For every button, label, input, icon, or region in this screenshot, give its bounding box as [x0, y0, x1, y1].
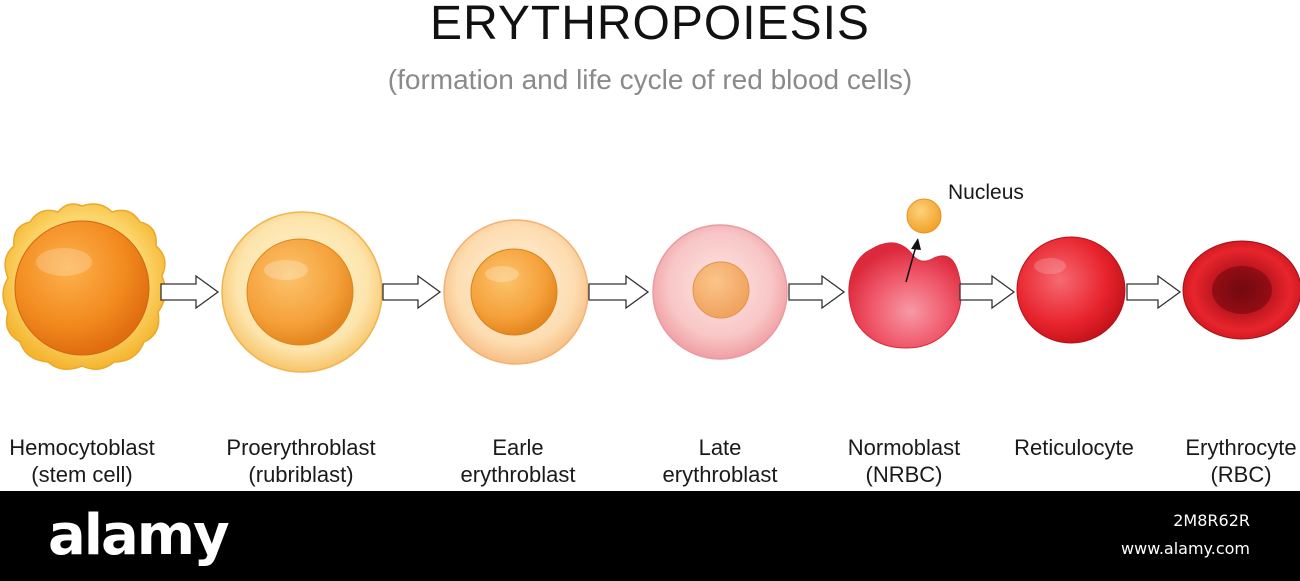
early-erythroblast-cell [443, 219, 589, 365]
proerythroblast-cell [221, 211, 383, 373]
process-arrow-5 [959, 274, 1016, 310]
website-url: www.alamy.com [1121, 539, 1250, 558]
stage-label-line2: erythroblast [662, 462, 778, 487]
normoblast-cell [848, 242, 962, 349]
stage-label-line2: (stem cell) [31, 462, 133, 487]
hemocytoblast-cell [2, 203, 166, 370]
stage-label-hemocytoblast: Hemocytoblast (stem cell) [0, 434, 177, 488]
stage-label-normoblast: Normoblast (NRBC) [809, 434, 999, 488]
watermark-bar: alamy 2M8R62R www.alamy.com [0, 491, 1300, 581]
stage-label-line1: Earle [492, 435, 544, 460]
diagram-subtitle: (formation and life cycle of red blood c… [387, 64, 913, 95]
erythrocyte-cell [1182, 240, 1300, 340]
stage-label-line2: (RBC) [1210, 462, 1272, 487]
diagram-title: ERYTHROPOIESIS [430, 0, 870, 50]
process-arrow-1 [160, 274, 220, 310]
stage-label-line2: (rubriblast) [248, 462, 354, 487]
stage-label-line1: Normoblast [847, 435, 961, 460]
extruded-nucleus [906, 198, 942, 234]
stage-label-line1: Proerythroblast [226, 435, 376, 460]
process-arrow-2 [382, 274, 442, 310]
reticulocyte-cell [1016, 236, 1126, 344]
stage-label-line1: Erythrocyte [1185, 435, 1297, 460]
stage-label-line1: Hemocytoblast [9, 435, 155, 460]
nucleus-label: Nucleus [948, 181, 1024, 204]
stage-label-line1: Reticulocyte [1014, 435, 1134, 460]
stage-label-early-erythroblast: Earle erythroblast [423, 434, 613, 488]
stage-label-erythrocyte: Erythrocyte (RBC) [1146, 434, 1300, 488]
process-arrow-3 [588, 274, 650, 310]
process-arrow-6 [1126, 274, 1182, 310]
late-erythroblast-cell [652, 224, 788, 360]
alamy-logo: alamy [48, 503, 230, 568]
nucleus-pointer-arrow [905, 238, 921, 283]
erythropoiesis-diagram [2, 198, 1300, 373]
image-id: 2M8R62R [1173, 511, 1250, 530]
stage-label-reticulocyte: Reticulocyte [979, 434, 1169, 461]
stage-label-line1: Late [698, 435, 742, 460]
stage-label-line2: (NRBC) [865, 462, 943, 487]
stage-label-proerythroblast: Proerythroblast (rubriblast) [206, 434, 396, 488]
process-arrow-4 [788, 274, 846, 310]
stage-label-late-erythroblast: Late erythroblast [625, 434, 815, 488]
stage-label-line2: erythroblast [460, 462, 576, 487]
